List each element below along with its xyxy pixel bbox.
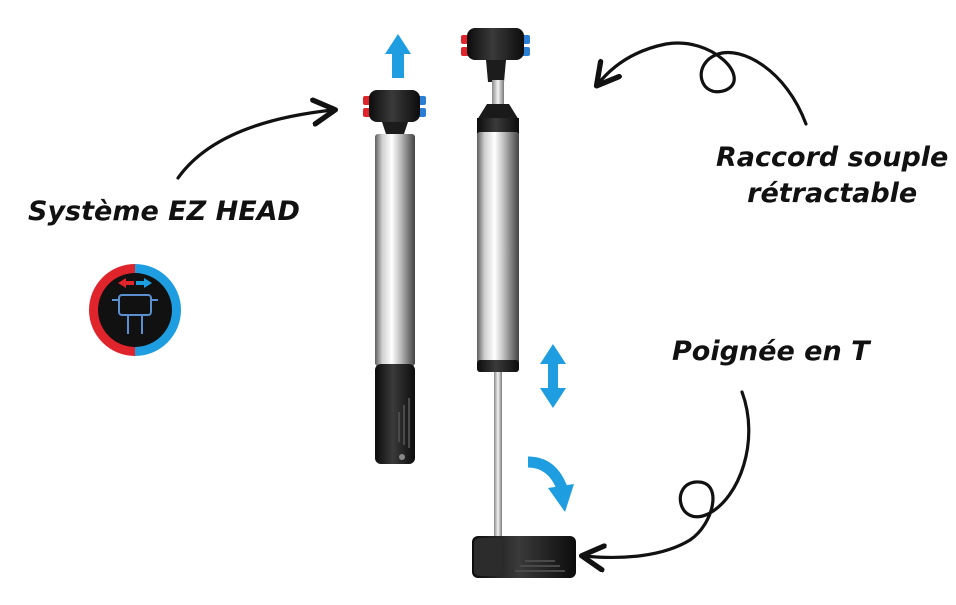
up-arrow-icon: [385, 34, 411, 78]
ez-head-label: Système EZ HEAD: [28, 196, 300, 227]
ez-head-left: [363, 90, 426, 134]
grip-left: [375, 364, 415, 464]
retractable-hose-label: Raccord souple rétractable: [716, 140, 948, 213]
hand-drawn-arrow-icon: [584, 390, 751, 557]
t-handle-label: Poignée en T: [672, 336, 870, 367]
retractable-hose-label-line2: rétractable: [747, 178, 918, 210]
up-down-arrow-icon: [540, 344, 566, 408]
t-handle: [472, 536, 576, 578]
curved-rotate-arrow-icon: [527, 456, 574, 512]
extended-pump: [461, 28, 576, 578]
hand-drawn-arrow-icon: [598, 41, 808, 126]
ez-head-badge-icon: [89, 264, 181, 356]
piston-rod: [494, 372, 502, 538]
ez-head-right: [461, 28, 530, 82]
barrel-right: [477, 132, 519, 364]
retractable-hose: [492, 80, 504, 104]
compact-pump: [363, 90, 426, 464]
barrel-left: [375, 134, 415, 366]
hand-drawn-arrow-icon: [176, 110, 333, 180]
retractable-hose-label-line1: Raccord souple: [716, 142, 949, 173]
